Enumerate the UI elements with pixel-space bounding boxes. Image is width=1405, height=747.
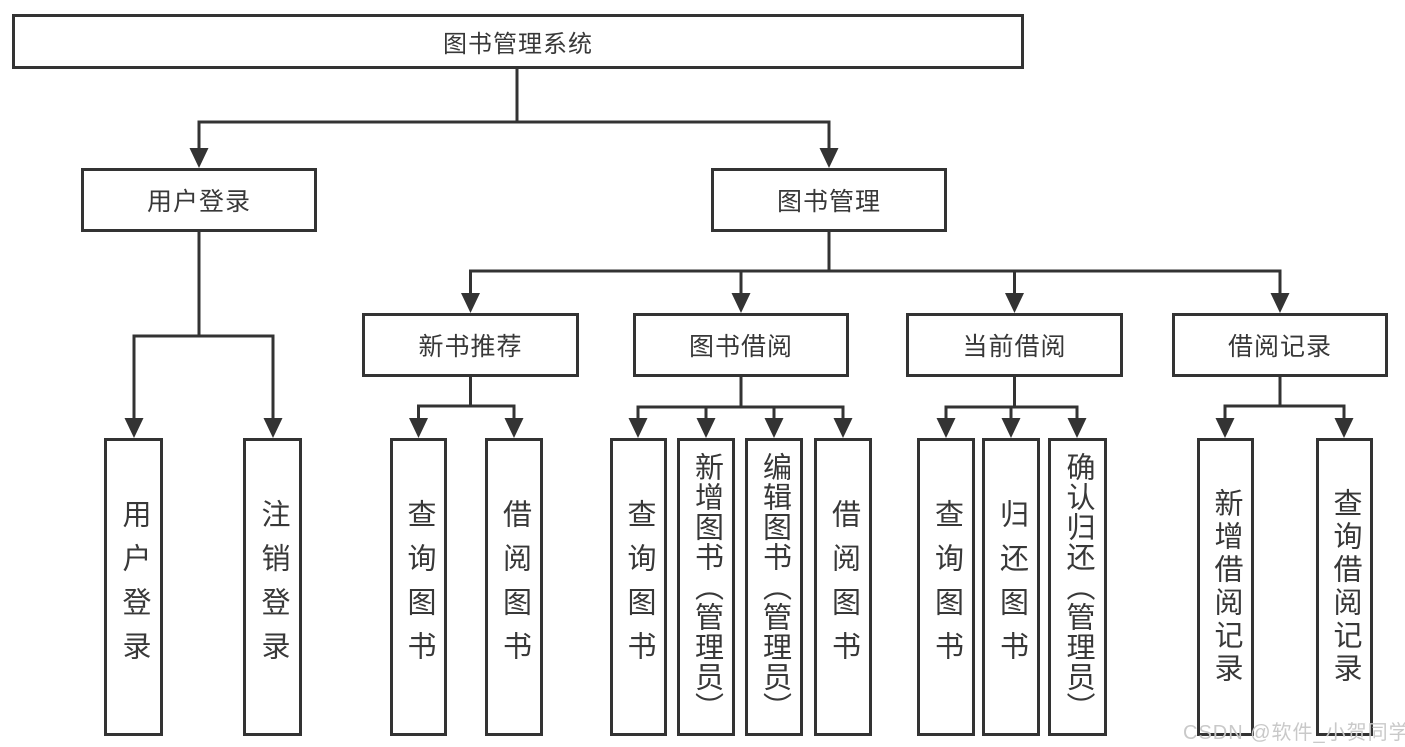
node-borrowing-records-label: 借阅记录 (1227, 333, 1332, 361)
node-book-borrowing: 图书借阅 (633, 313, 849, 377)
leaf-records-query-record: 查询借阅记录 (1316, 438, 1373, 736)
node-book-borrowing-label: 图书借阅 (688, 333, 793, 361)
leaf-borrow-query-books: 查询图书 (610, 438, 667, 736)
node-user-login: 用户登录 (81, 168, 317, 232)
node-borrowing-records: 借阅记录 (1172, 313, 1388, 377)
leaf-current-query-books-label: 查询图书 (930, 499, 963, 675)
node-new-book-recommend: 新书推荐 (362, 313, 579, 377)
leaf-borrow-query-books-label: 查询图书 (623, 499, 655, 675)
leaf-borrow-borrow-books: 借阅图书 (814, 438, 872, 736)
leaf-records-add-record: 新增借阅记录 (1197, 438, 1254, 736)
leaf-newbook-borrow-books-label: 借阅图书 (498, 499, 531, 675)
leaf-current-return-books: 归还图书 (982, 438, 1040, 736)
node-user-login-label: 用户登录 (146, 188, 251, 216)
leaf-user-login: 用户登录 (104, 438, 163, 736)
leaf-newbook-query-books-label: 查询图书 (403, 499, 435, 675)
node-book-management-label: 图书管理 (776, 188, 881, 216)
node-book-management: 图书管理 (711, 168, 947, 232)
node-current-borrowing-label: 当前借阅 (962, 333, 1067, 361)
leaf-logout: 注销登录 (243, 438, 302, 736)
leaf-borrow-add-books: 新增图书（管理员） (677, 438, 735, 736)
node-new-book-recommend-label: 新书推荐 (418, 333, 523, 361)
leaf-borrow-add-books-label: 新增图书（管理员） (690, 452, 723, 722)
leaf-current-return-books-label: 归还图书 (995, 499, 1028, 675)
leaf-current-query-books: 查询图书 (917, 438, 975, 736)
leaf-borrow-borrow-books-label: 借阅图书 (827, 499, 860, 675)
node-root-label: 图书管理系统 (443, 31, 593, 58)
watermark: CSDN @软件_小贺同学 (1183, 722, 1405, 744)
node-current-borrowing: 当前借阅 (906, 313, 1123, 377)
leaf-records-add-record-label: 新增借阅记录 (1210, 488, 1242, 686)
leaf-current-confirm-return-label: 确认归还（管理员） (1062, 452, 1094, 722)
leaf-logout-label: 注销登录 (257, 499, 289, 675)
leaf-borrow-edit-books-label: 编辑图书（管理员） (758, 452, 791, 722)
leaf-current-confirm-return: 确认归还（管理员） (1048, 438, 1107, 736)
leaf-records-query-record-label: 查询借阅记录 (1329, 488, 1361, 686)
leaf-newbook-query-books: 查询图书 (390, 438, 447, 736)
leaf-user-login-label: 用户登录 (118, 499, 150, 675)
leaf-newbook-borrow-books: 借阅图书 (485, 438, 543, 736)
node-root: 图书管理系统 (12, 14, 1024, 69)
leaf-borrow-edit-books: 编辑图书（管理员） (745, 438, 803, 736)
